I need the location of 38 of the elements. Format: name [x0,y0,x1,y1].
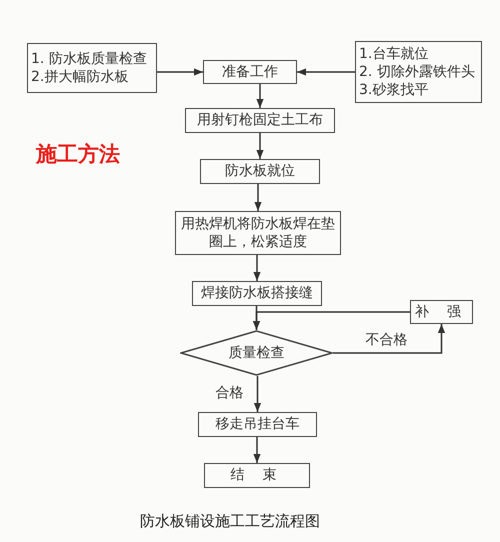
arrow [254,184,262,211]
process-box [192,281,322,306]
node-text: 1.台车就位 [359,44,428,63]
node-text: 焊接防水板搭接缝 [201,284,313,303]
arrow [297,68,355,76]
arrow [253,437,261,463]
node-text: 准备工作 [222,62,278,82]
process-box [355,41,482,103]
node-text: 补 强 [414,302,468,322]
decision-diamond [180,330,333,376]
process-box [185,108,335,133]
node-text: 1. 防水板质量检查 [31,50,147,68]
node-text: 结 束 [230,466,284,485]
process-box [410,300,473,324]
node-text: 质量检查 [228,344,284,362]
caption: 防水板铺设施工工艺流程图 [140,512,320,531]
process-box [200,159,320,184]
edge-label: 不合格 [363,331,410,349]
arrow [254,376,262,412]
process-box [204,463,310,488]
arrow [253,255,261,281]
arrow [256,133,264,159]
process-box [27,43,157,93]
node-text: 2. 切除外露铁件头 [359,62,475,82]
arrow [333,324,446,354]
node-text: 2.拼大幅防水板 [31,68,128,86]
node-text: 移走吊挂台车 [216,415,300,434]
arrow [252,311,410,330]
node-text: 3.砂浆找平 [359,81,428,100]
arrow [157,68,203,76]
node-text: 防水板就位 [225,162,295,181]
arrow [256,84,264,108]
process-box [198,412,317,437]
node-text: 用热焊机将防水板焊在垫圈上，松紧适度 [180,214,336,252]
heading-label: 施工方法 [36,141,120,168]
process-box [203,60,297,84]
edge-label: 合格 [214,384,246,402]
node-text: 用射钉枪固定土工布 [197,111,323,130]
